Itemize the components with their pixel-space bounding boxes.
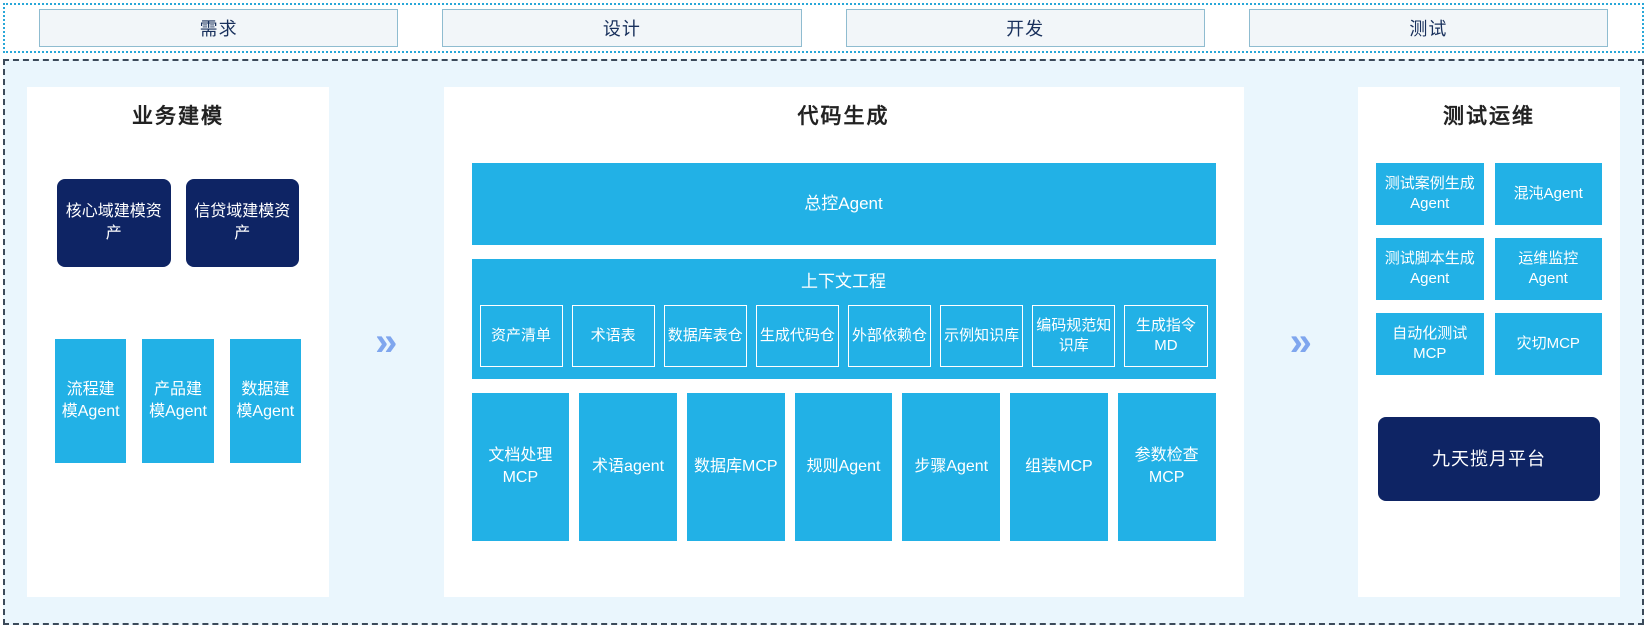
context-item-generation-instruction-md[interactable]: 生成指令MD [1124,305,1208,367]
agent-chaos[interactable]: 混沌Agent [1494,163,1602,225]
context-item-asset-list[interactable]: 资产清单 [479,305,563,367]
agent-ops-monitoring[interactable]: 运维监控Agent [1494,238,1602,300]
tool-document-processing-mcp[interactable]: 文档处理MCP [471,393,570,541]
business-agent-group: 流程建模Agent 产品建模Agent 数据建模Agent [41,339,315,463]
tool-step-agent[interactable]: 步骤Agent [902,393,1001,541]
test-ops-agent-grid: 测试案例生成Agent 混沌Agent 测试脚本生成Agent 运维监控Agen… [1376,163,1602,375]
panel-title-test-operations: 测试运维 [1443,105,1535,128]
context-engineering-title: 上下文工程 [801,272,886,291]
agent-process-modeling[interactable]: 流程建模Agent [55,339,127,463]
context-item-generated-code-repo[interactable]: 生成代码仓 [755,305,839,367]
stage-design[interactable]: 设计 [442,9,802,47]
panel-title-business-modeling: 业务建模 [132,105,224,128]
platform-jiutian-lanyue[interactable]: 九天揽月平台 [1378,417,1600,501]
panel-title-code-generation: 代码生成 [797,105,890,128]
tool-database-mcp[interactable]: 数据库MCP [686,393,785,541]
panel-test-operations: 测试运维 测试案例生成Agent 混沌Agent 测试脚本生成Agent 运维监… [1358,87,1620,597]
panel-code-generation: 代码生成 总控Agent 上下文工程 资产清单 术语表 数据库表仓 生成代码仓 … [443,87,1244,597]
asset-credit-domain[interactable]: 信贷域建模资产 [185,179,299,267]
main-body: 业务建模 核心域建模资产 信贷域建模资产 流程建模Agent 产品建模Agent… [3,59,1644,625]
tool-assembly-mcp[interactable]: 组装MCP [1010,393,1108,541]
agent-data-modeling[interactable]: 数据建模Agent [229,339,301,463]
stage-strip: 需求 设计 开发 测试 [3,3,1644,53]
tool-automated-test-mcp[interactable]: 自动化测试MCP [1376,313,1484,375]
stage-requirements[interactable]: 需求 [39,9,399,47]
tool-parameter-check-mcp[interactable]: 参数检查MCP [1117,393,1216,541]
agent-product-modeling[interactable]: 产品建模Agent [142,339,214,463]
tool-disaster-switch-mcp[interactable]: 灾切MCP [1494,313,1602,375]
arrow-center-to-right: » [1244,87,1359,597]
context-item-coding-standard-knowledge-base[interactable]: 编码规范知识库 [1032,305,1116,367]
agent-test-script-generation[interactable]: 测试脚本生成Agent [1376,238,1484,300]
master-agent-bar[interactable]: 总控Agent [471,163,1216,245]
context-item-glossary[interactable]: 术语表 [571,305,655,367]
stage-testing[interactable]: 测试 [1248,9,1608,47]
panel-business-modeling: 业务建模 核心域建模资产 信贷域建模资产 流程建模Agent 产品建模Agent… [27,87,329,597]
context-item-row: 资产清单 术语表 数据库表仓 生成代码仓 外部依赖仓 示例知识库 编码规范知识库… [479,305,1208,367]
arrow-left-to-center: » [329,87,444,597]
context-item-external-dependency-repo[interactable]: 外部依赖仓 [848,305,932,367]
context-item-db-table-repo[interactable]: 数据库表仓 [663,305,747,367]
double-chevron-right-icon: » [1289,320,1312,364]
tool-row: 文档处理MCP 术语agent 数据库MCP 规则Agent 步骤Agent 组… [471,393,1216,541]
agent-test-case-generation[interactable]: 测试案例生成Agent [1376,163,1484,225]
business-asset-group: 核心域建模资产 信贷域建模资产 [41,179,315,267]
asset-core-domain[interactable]: 核心域建模资产 [57,179,171,267]
context-engineering-block: 上下文工程 资产清单 术语表 数据库表仓 生成代码仓 外部依赖仓 示例知识库 编… [471,259,1216,379]
context-item-example-knowledge-base[interactable]: 示例知识库 [940,305,1024,367]
tool-rule-agent[interactable]: 规则Agent [794,393,893,541]
tool-glossary-agent[interactable]: 术语agent [579,393,677,541]
stage-development[interactable]: 开发 [845,9,1205,47]
double-chevron-right-icon: » [375,320,398,364]
